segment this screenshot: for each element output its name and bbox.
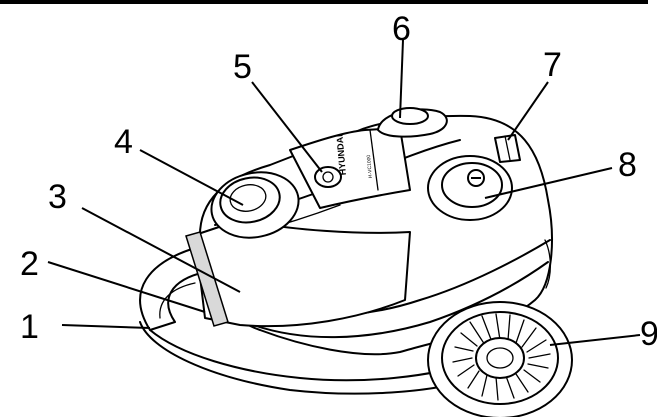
leader-lines (47, 39, 641, 346)
dust-container (185, 219, 411, 328)
power-knob (427, 155, 513, 221)
callout-2: 2 (20, 245, 39, 283)
brand-label: HYUNDAI (334, 134, 348, 176)
callout-6: 6 (392, 10, 411, 48)
leader-5 (251, 81, 323, 173)
top-border (0, 0, 657, 4)
leader-9 (549, 334, 641, 346)
leader-4 (139, 149, 244, 206)
wheel-spokes (452, 313, 551, 401)
callout-1: 1 (20, 308, 39, 346)
callout-4: 4 (114, 123, 133, 161)
rear-wheel (427, 301, 573, 417)
leader-3 (81, 207, 241, 293)
callout-5: 5 (233, 48, 252, 86)
callout-3: 3 (48, 178, 67, 216)
leader-8 (484, 167, 613, 199)
callout-7: 7 (543, 46, 562, 84)
carry-handle (377, 107, 448, 138)
right-crop (648, 0, 657, 417)
leader-6 (399, 39, 404, 119)
model-text: H-VC1000 (366, 154, 374, 178)
callout-9: 9 (640, 315, 657, 353)
hose-inlet (210, 171, 300, 239)
leader-7 (507, 81, 549, 141)
rear-outlet (494, 134, 521, 163)
leader-2 (47, 261, 206, 313)
model-label: H-VC1000 (366, 154, 374, 178)
callout-numbers: 1 2 3 4 5 6 7 8 9 (20, 10, 657, 353)
callout-8: 8 (618, 146, 637, 184)
leader-1 (61, 324, 151, 329)
brand-text: HYUNDAI (334, 134, 348, 176)
